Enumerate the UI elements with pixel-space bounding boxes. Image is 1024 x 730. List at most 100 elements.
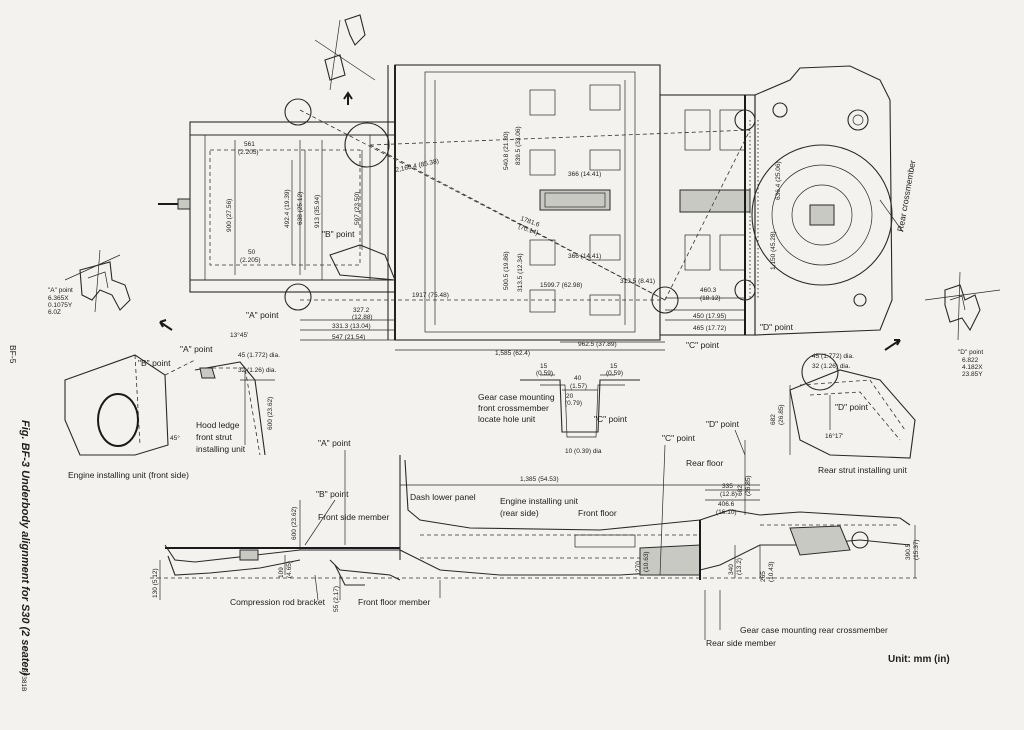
dim-c-6: 20 [566, 393, 574, 400]
dim-top-8: 597 (23.50) [354, 192, 361, 225]
dim-top-28: 313.5 (12.34) [517, 253, 524, 292]
label-d-point-detail-2: "D" point [835, 402, 869, 412]
figure-code: BF381B [20, 668, 27, 692]
dim-top-24: 366 (14.41) [568, 253, 601, 260]
label-b-point-side: "B" point [316, 489, 349, 499]
dim-side-18: 270 [635, 561, 642, 572]
dim-side-9: (16.10) [716, 509, 737, 516]
label-gear-case-front-3: locate hole unit [478, 414, 536, 424]
side-elevation-view [150, 429, 920, 640]
label-gear-case-rear: Gear case mounting rear crossmember [740, 625, 888, 635]
dim-top-22: 1599.7 (62.98) [540, 282, 582, 289]
dim-top-7: 913 (35.94) [314, 195, 321, 228]
point-d-marker-top [734, 279, 756, 301]
dim-c-2: 40 [574, 375, 582, 382]
a-bracket-sketch [324, 14, 366, 81]
dim-a-1: 45 (1.772) dia. [238, 352, 280, 359]
label-b-point-top: "B" point [322, 229, 355, 239]
dim-a-2: 32 (1.26) dia. [238, 367, 276, 374]
label-rear-strut: Rear strut installing unit [818, 465, 907, 475]
unit-label: Unit: mm (in) [888, 654, 950, 665]
point-a-marker-top [284, 98, 312, 126]
label-c-point-detail: "C" point [594, 414, 628, 424]
rear-strut-panel [789, 369, 916, 459]
label-c-point-top: "C" point [686, 340, 720, 350]
label-a-point-side: "A" point [318, 438, 351, 448]
c-point-detail: 15 (0.59) 40 (1.57) 15 (0.59) 20 (0.79) … [478, 363, 640, 455]
label-engine-installing-rear-2: (rear side) [500, 508, 539, 518]
label-gear-case-front-2: front crossmember [478, 403, 549, 413]
dim-d-0: 45 (1.772) dia. [812, 353, 854, 360]
label-rear-crossmember: Rear crossmember [895, 159, 917, 232]
dim-c-3: (1.57) [570, 383, 587, 390]
a-point-detail-callout: "A" point 6.365X 0.1075Y 6.0Z [48, 249, 173, 331]
label-engine-installing-front: Engine installing unit (front side) [68, 470, 189, 480]
dim-top-1: (2.205) [238, 149, 259, 156]
a-detail-value-0: 6.365X [48, 295, 69, 302]
dim-top-29: 839.5 (33.06) [515, 126, 522, 165]
label-installing-unit: installing unit [196, 444, 246, 454]
dim-d-3: (26.85) [778, 404, 785, 425]
strut-hole [97, 393, 139, 447]
dim-side-7: (12.8) [720, 491, 737, 498]
rear-strut-detail: 45 (1.772) dia. 32 (1.26) dia. 682 (26.8… [770, 353, 916, 475]
dim-c-0: 15 [540, 363, 548, 370]
top-plan-view: "B" point "A" point "C" point "D" point … [158, 14, 918, 351]
dim-side-5: 55 (2.17) [333, 586, 340, 612]
dim-side-0: 1,385 (54.53) [520, 476, 559, 483]
dim-c-7: (0.79) [565, 400, 582, 407]
page-id: BF-5 [8, 345, 18, 364]
d-point-detail-callout: "D" point 6.822 4.182X 23.85Y [884, 271, 1001, 378]
d-detail-value-1: 4.182X [962, 364, 983, 371]
dim-top-17: 450 (17.95) [693, 313, 726, 320]
point-c-marker-top [651, 286, 679, 314]
label-compression-rod: Compression rod bracket [230, 597, 326, 607]
dim-side-13: (13.2) [736, 558, 743, 575]
point-b-marker-top [344, 122, 390, 168]
engine-installing-front-detail: "B" point "A" point 13°45' 45 (1.772) di… [64, 331, 280, 480]
dim-top-9: 2,168.4 (85.38) [395, 158, 440, 174]
label-front-floor: Front floor [578, 508, 617, 518]
label-a-point-top: "A" point [246, 310, 279, 320]
dim-side-1: 600 (23.62) [291, 507, 298, 540]
side-view-labels: "A" point "B" point "C" point "D" point … [230, 419, 888, 648]
label-rear-side-member: Rear side member [706, 638, 776, 648]
dim-side-6: 335 [722, 483, 733, 490]
side-view-dimensions: 1,385 (54.53) 600 (23.62) 109 (4.65) 130… [152, 475, 920, 612]
label-front-strut: front strut [196, 432, 233, 442]
label-rear-floor: Rear floor [686, 458, 723, 468]
dim-a-0: 13°45' [230, 331, 248, 339]
dim-a-3: 600 (23.62) [267, 397, 274, 430]
label-d-point-side: "D" point [706, 419, 740, 429]
dim-side-12: 340 [728, 564, 735, 575]
label-hood-ledge: Hood ledge [196, 420, 240, 430]
front-frame-outline [189, 121, 396, 293]
dim-side-2: 109 [278, 567, 285, 578]
dim-side-19: (10.63) [643, 551, 650, 572]
dim-top-0: 561 [244, 141, 255, 148]
dim-top-11: 327.2 [353, 307, 370, 314]
dim-top-10: 1917 (75.48) [412, 292, 449, 299]
figure-caption: Fig. BF-3 Underbody alignment for S30 (2… [19, 420, 31, 676]
label-dash-lower-panel: Dash lower panel [410, 492, 476, 502]
dim-side-8: 406.6 [718, 501, 735, 508]
dim-side-11: (26.85) [745, 475, 752, 496]
dim-top-23: 366 (14.41) [568, 171, 601, 178]
top-view-dimensions: 561 (2.205) 50 (2.205) 900 (27.56) 492.4… [226, 126, 782, 357]
a-detail-value-2: 6.0Z [48, 309, 61, 316]
d-detail-value-2: 23.85Y [962, 371, 983, 378]
dim-top-14: 547 (21.54) [332, 334, 365, 341]
dim-d-2: 682 [770, 414, 777, 425]
label-front-side-member: Front side member [318, 512, 389, 522]
dim-top-16: 962.5 (37.89) [578, 341, 617, 348]
front-strut-panel [64, 354, 169, 456]
label-b-point-detail: "B" point [138, 358, 171, 368]
d-detail-value-0: 6.822 [962, 357, 979, 364]
dim-top-2: 50 [248, 249, 256, 256]
label-gear-case-front-1: Gear case mounting [478, 392, 555, 402]
label-a-point-detail-2: "A" point [180, 344, 213, 354]
dim-top-21: 313.5 (8.41) [620, 278, 655, 285]
dim-top-27: 500.5 (19.86) [503, 251, 510, 290]
dim-top-19: 460.3 [700, 287, 717, 294]
